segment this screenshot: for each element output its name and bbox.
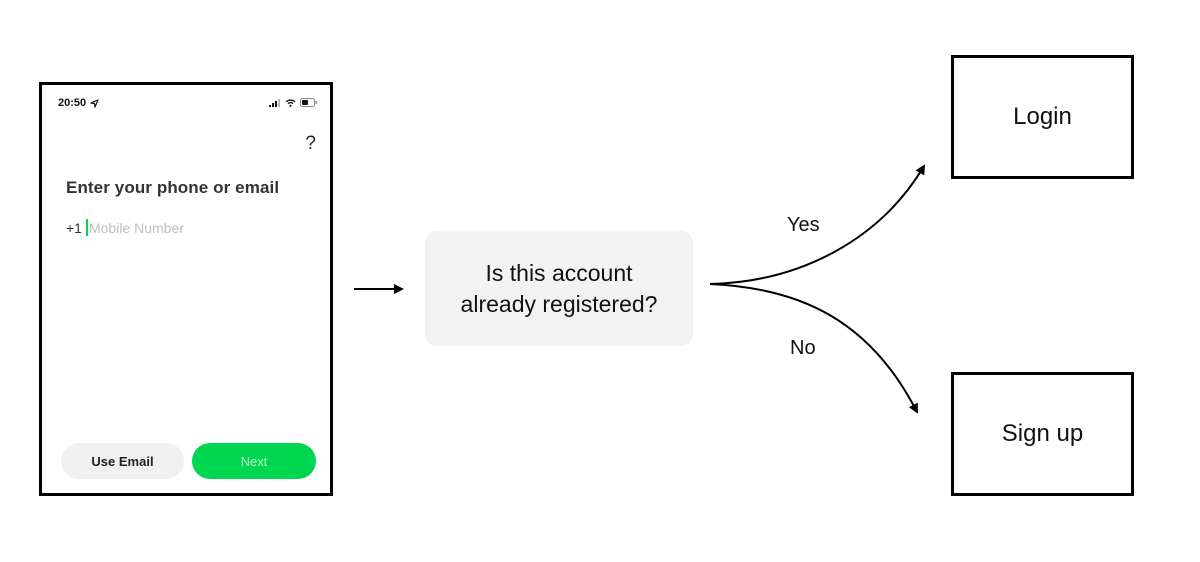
signup-box: Sign up xyxy=(951,372,1134,496)
yes-branch-arrow xyxy=(709,164,926,285)
no-label: No xyxy=(790,337,816,359)
decision-line-2: already registered? xyxy=(460,290,658,317)
prompt-title: Enter your phone or email xyxy=(66,178,280,197)
signal-icon xyxy=(269,98,280,107)
signup-label: Sign up xyxy=(1001,420,1084,447)
battery-icon xyxy=(300,98,317,107)
country-code[interactable]: +1 xyxy=(66,219,82,236)
no-branch-arrow xyxy=(709,283,918,414)
text-cursor xyxy=(85,219,88,236)
mobile-number-input[interactable] xyxy=(88,219,269,236)
phone-screen-mockup: 20:50 ? Enter your phone or email +1 Use… xyxy=(39,82,333,496)
status-bar-icons xyxy=(269,98,318,107)
use-email-button[interactable]: Use Email xyxy=(61,443,184,479)
decision-line-1: Is this account xyxy=(485,259,633,286)
decision-text: Is this account already registered? xyxy=(461,258,658,320)
question-icon[interactable]: ? xyxy=(305,133,316,154)
status-time-text: 20:50 xyxy=(58,97,87,109)
phone-input-row: +1 xyxy=(66,219,269,236)
login-label: Login xyxy=(1013,103,1072,130)
login-box: Login xyxy=(951,55,1134,179)
decision-node: Is this account already registered? xyxy=(425,231,693,346)
yes-label: Yes xyxy=(787,214,820,236)
location-arrow-icon xyxy=(90,98,99,108)
wifi-icon xyxy=(285,98,296,107)
next-button[interactable]: Next xyxy=(192,443,316,479)
status-bar-time: 20:50 xyxy=(58,97,99,109)
